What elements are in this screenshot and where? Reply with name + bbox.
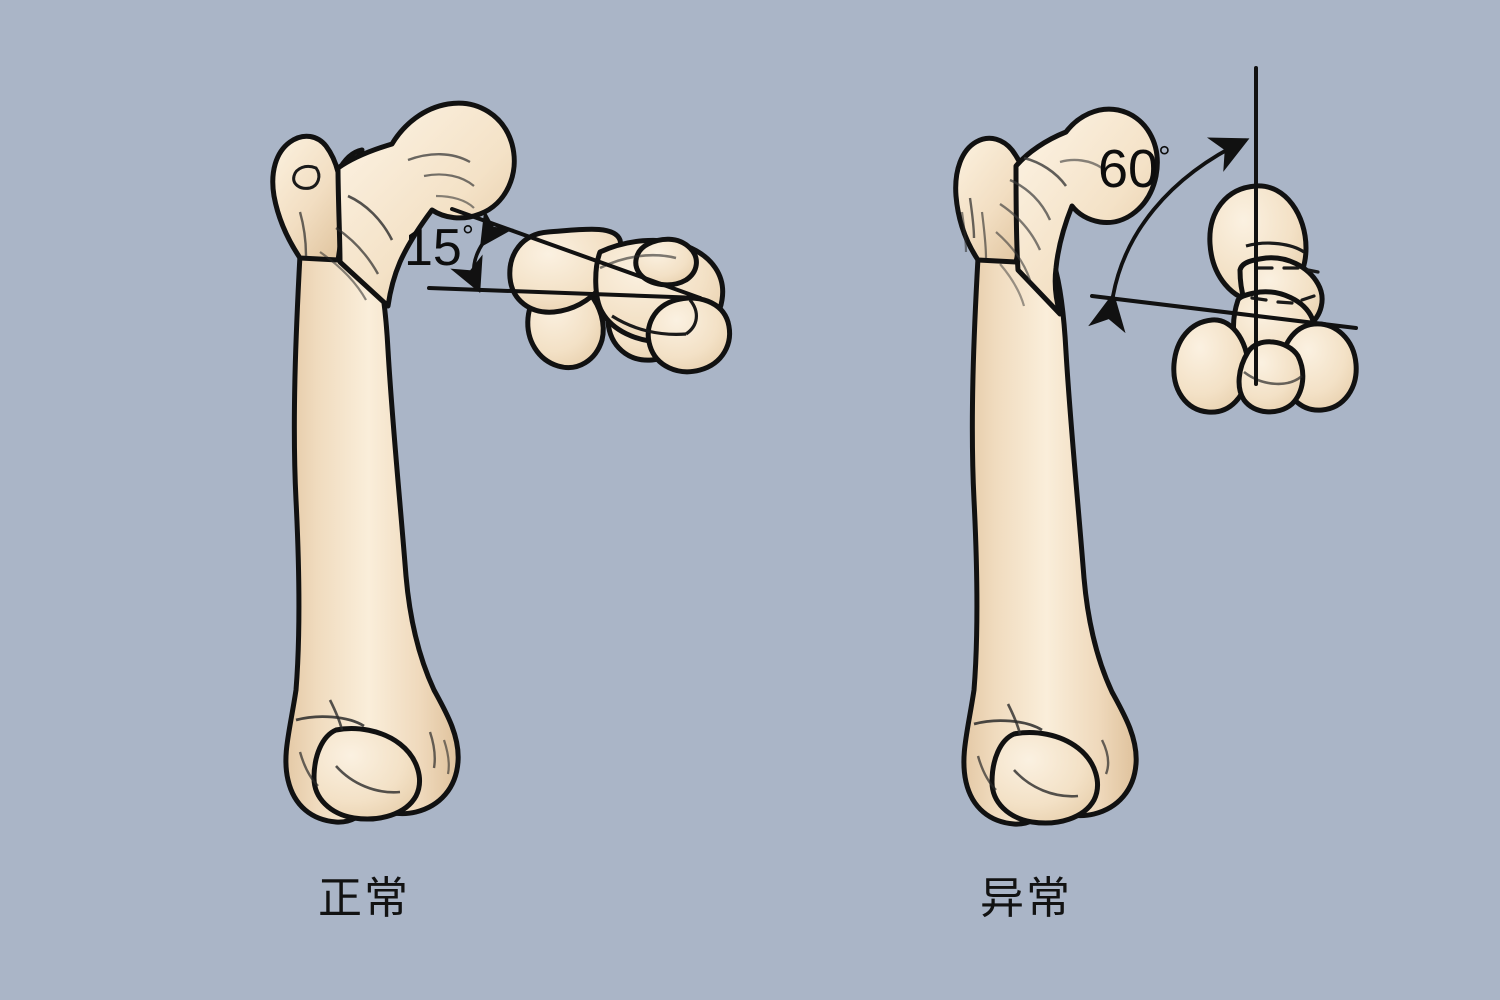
abnormal-angle-label: 60° xyxy=(1098,142,1171,196)
normal-angle-arc xyxy=(450,209,514,293)
abnormal-degree-symbol: ° xyxy=(1158,140,1171,175)
abnormal-angle-value: 60 xyxy=(1098,139,1159,199)
normal-angle-value: 15 xyxy=(404,219,462,277)
abnormal-angle-arc xyxy=(1088,137,1250,334)
normal-angle-annotation xyxy=(427,207,702,300)
abnormal-distal-condyles xyxy=(973,703,1110,826)
abnormal-angle-annotation xyxy=(1088,66,1358,386)
normal-axial-section xyxy=(507,226,732,375)
normal-degree-symbol: ° xyxy=(461,220,474,254)
normal-femur-group xyxy=(270,100,517,825)
normal-distal-condyles xyxy=(295,699,450,822)
caption-abnormal: 异常 xyxy=(980,874,1072,923)
normal-angle-label: 15° xyxy=(404,222,474,274)
abnormal-axial-section xyxy=(1171,183,1359,415)
caption-normal: 正常 xyxy=(318,874,410,923)
abnormal-femur-group xyxy=(953,106,1160,827)
